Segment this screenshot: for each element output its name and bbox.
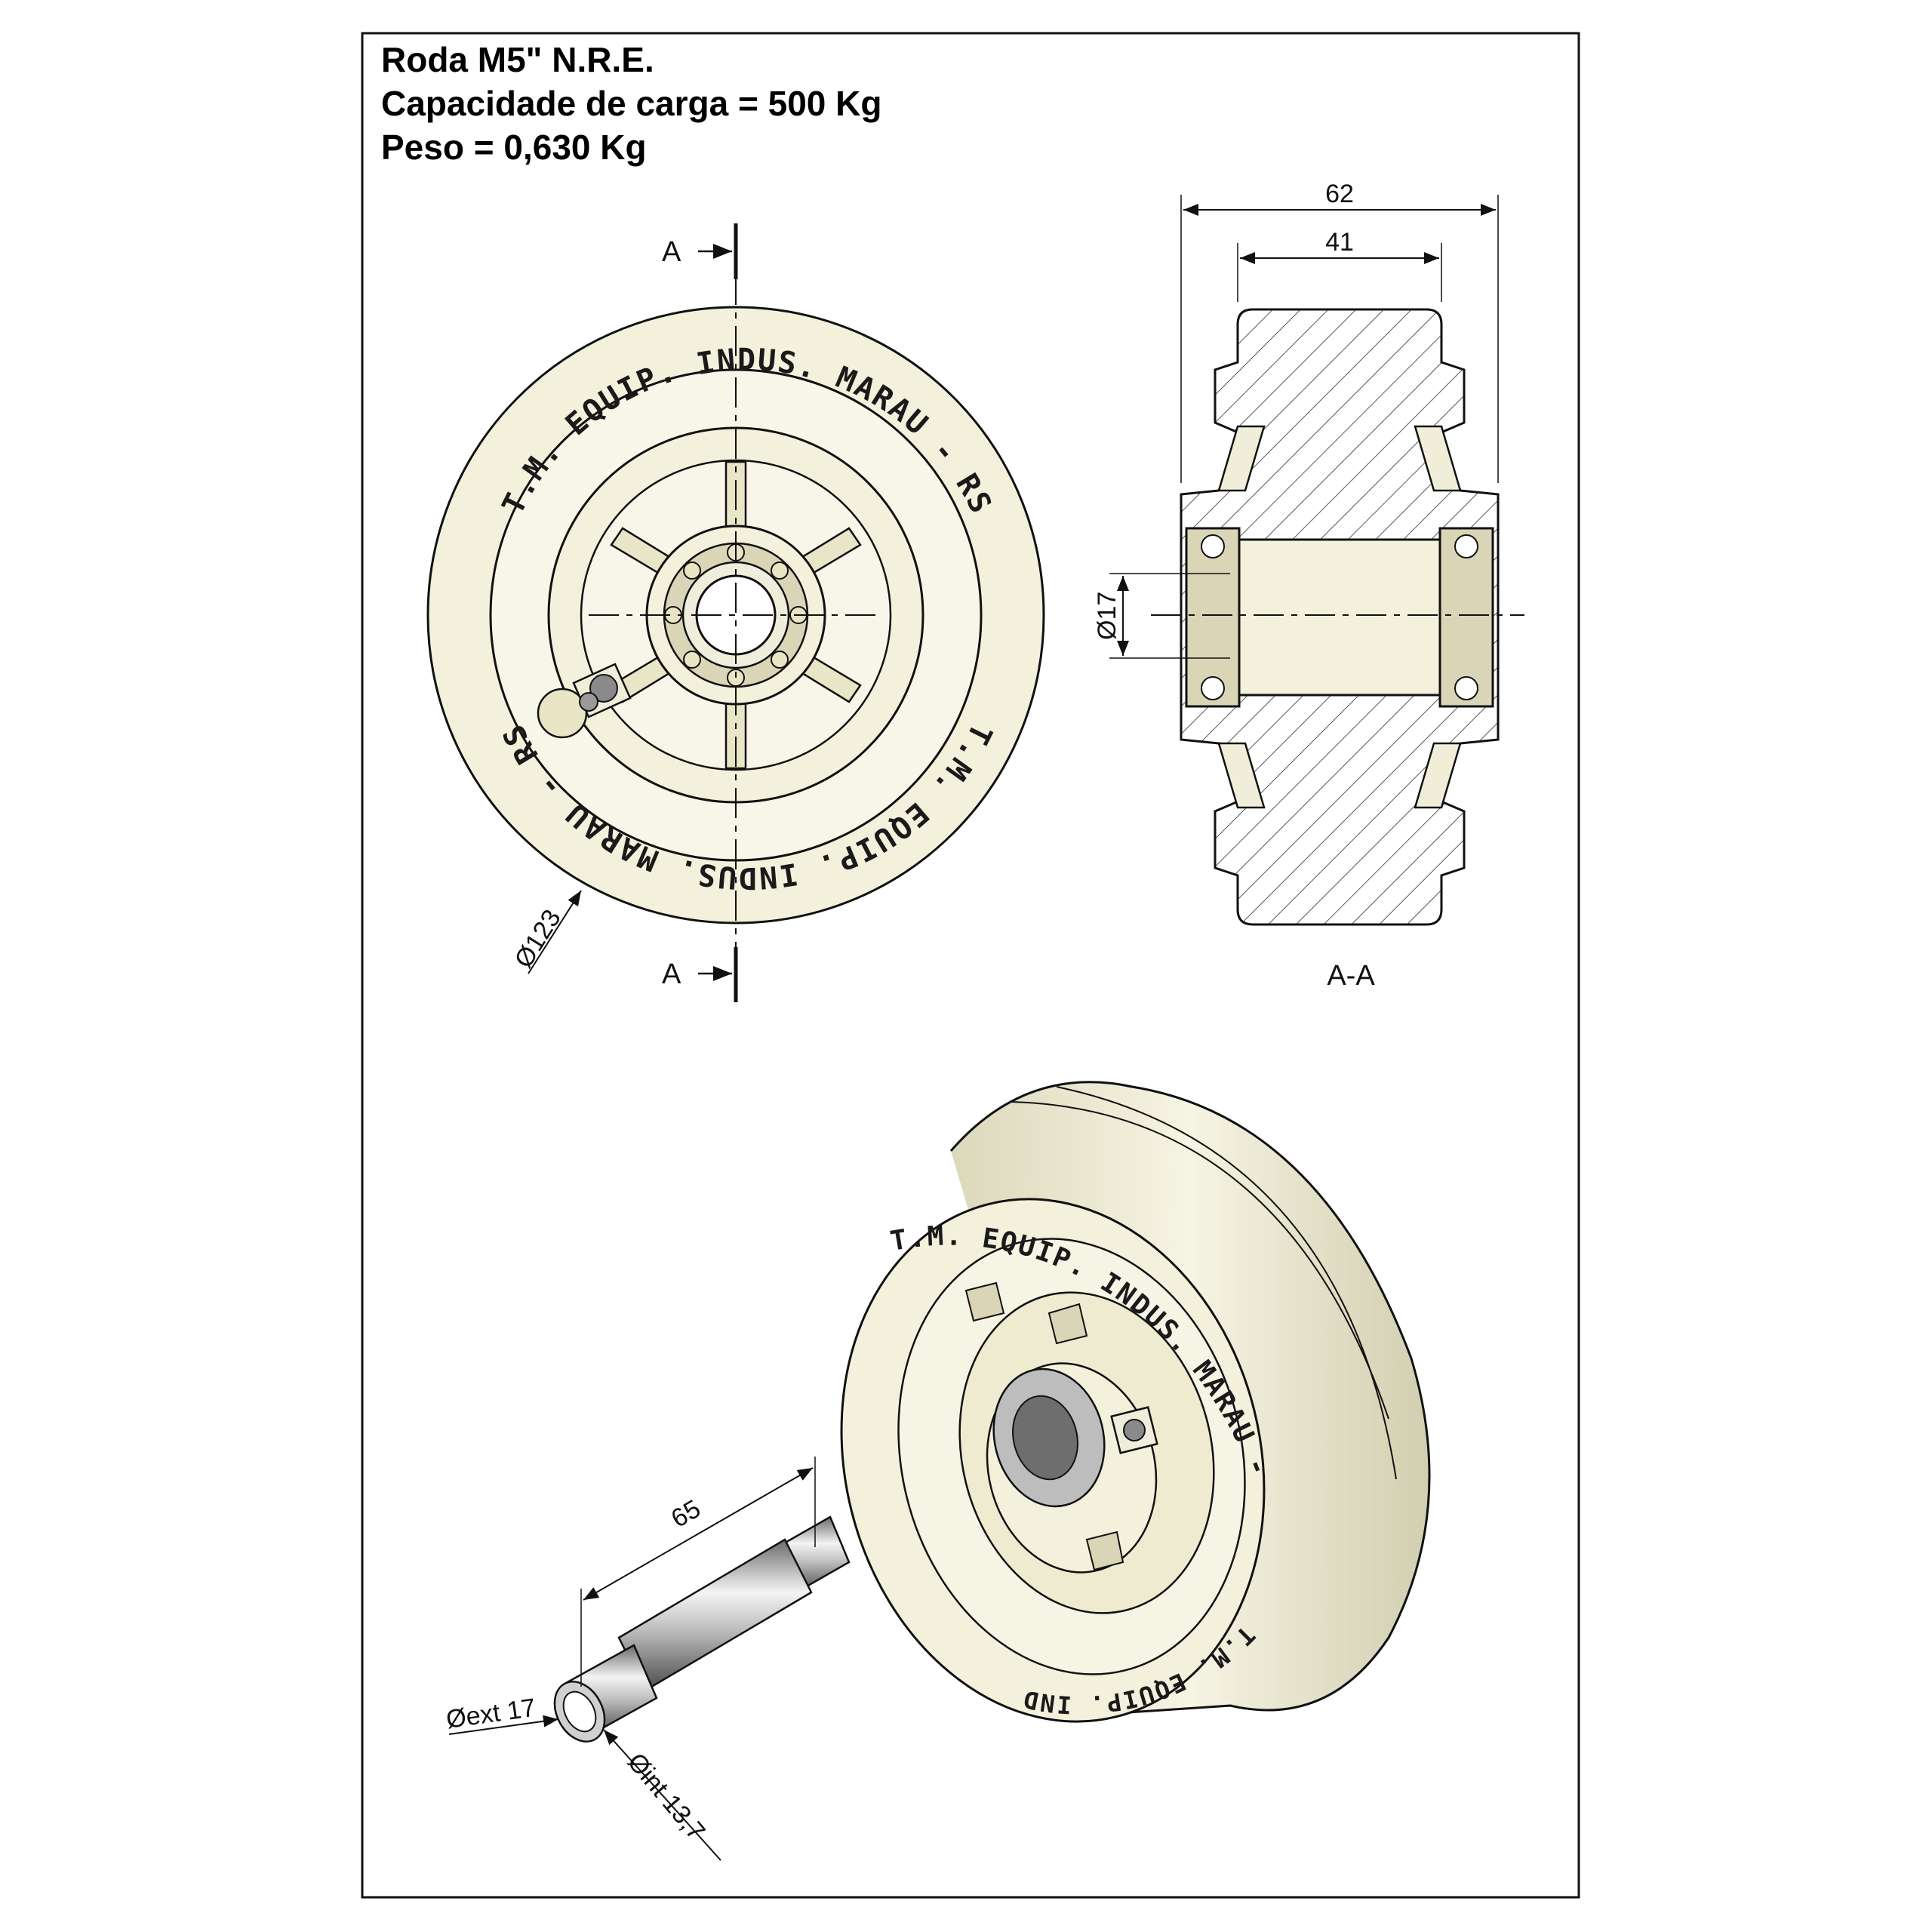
int-diameter-leader xyxy=(603,1729,721,1861)
title-product: Roda M5" N.R.E. xyxy=(381,40,654,79)
int-diameter-label: Øint 13,7 xyxy=(622,1748,711,1846)
section-caption: A-A xyxy=(1327,960,1375,992)
sheet-border xyxy=(361,32,1580,1899)
iso-tread-line-1 xyxy=(1011,1101,1389,1420)
bearing-right xyxy=(1438,527,1494,708)
dim-41-label: 41 xyxy=(1325,228,1354,257)
recess-left-top xyxy=(1217,425,1266,492)
recess-left-bottom xyxy=(1217,742,1266,809)
ext-diameter-label: Øext 17 xyxy=(445,1694,537,1734)
section-view: 62 41 Ø17 A-A xyxy=(1093,180,1524,992)
axle-hole xyxy=(562,1690,597,1733)
iso-hub-window-1 xyxy=(964,1281,1005,1322)
dim-65-label: 65 xyxy=(666,1494,706,1534)
iso-axle xyxy=(553,1515,851,1743)
dim-17-label: Ø17 xyxy=(1093,592,1121,640)
title-weight: Peso = 0,630 Kg xyxy=(381,128,647,167)
ext-diameter-leader xyxy=(448,1715,559,1735)
iso-grease-nipple-head xyxy=(1123,1419,1146,1441)
section-label-bottom: A xyxy=(662,958,681,990)
iso-hub-window-2 xyxy=(1048,1303,1088,1345)
front-view: A A T.M. EQUIP. INDUS. MARAU - RS T.M. E… xyxy=(426,223,1045,1002)
diameter-label: Ø123 xyxy=(509,905,567,974)
bearing-left xyxy=(1185,527,1241,708)
section-label-top: A xyxy=(662,236,681,268)
bore xyxy=(1236,538,1447,697)
iso-bearing-bore xyxy=(1012,1395,1078,1481)
recess-right-bottom xyxy=(1414,742,1462,809)
dim-line-65 xyxy=(583,1467,814,1601)
dim-62-label: 62 xyxy=(1325,180,1354,208)
title-load-capacity: Capacidade de carga = 500 Kg xyxy=(381,84,882,123)
iso-view: T.M. EQUIP. INDUS. MARAU - RS T.M. EQUIP… xyxy=(0,0,1431,1861)
grease-nipple xyxy=(537,663,632,739)
iso-hub-window-3 xyxy=(1085,1531,1124,1571)
diameter-leader xyxy=(528,890,582,974)
recess-right-top xyxy=(1414,425,1462,492)
iso-tread-line-2 xyxy=(1056,1086,1397,1480)
